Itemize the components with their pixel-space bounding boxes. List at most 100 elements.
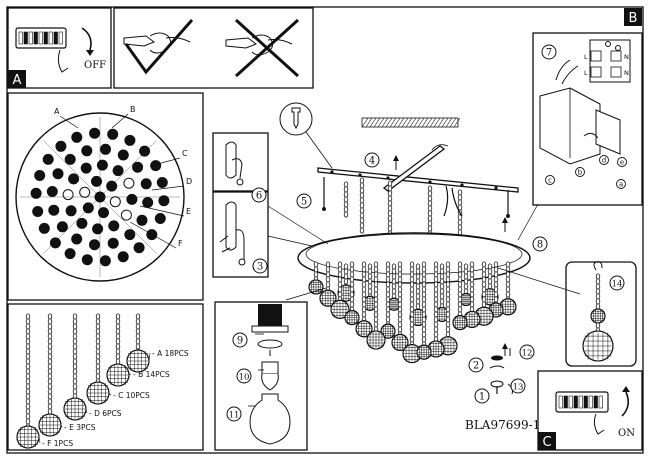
step-number-4: 4 [364,152,380,168]
hanging-crystal [366,330,386,350]
legend-chain-c [95,313,101,385]
cross-bar [382,145,446,192]
crystal-position-dot [42,153,54,165]
crystal-position-dot [154,213,166,224]
legend-chain-a [135,313,141,355]
crystal-chain [457,261,463,318]
mounting-bar [317,167,519,193]
svg-text:8: 8 [537,240,543,251]
svg-text:3: 3 [257,262,263,273]
hanging-crystal [391,333,409,351]
step-number-13: 13 [510,378,526,394]
step-number-2: 2 [468,357,484,373]
support-chain [359,177,365,234]
step-number-5: 5 [296,193,312,209]
hanging-crystal [427,340,445,358]
crystal-position-dot [48,204,60,216]
panel-wiring [532,32,643,206]
top-view-callout-c: C [182,149,188,158]
screw-icon [291,107,301,130]
crystal-position-dot [64,153,76,165]
wiring-marker-label: d [602,157,606,165]
panel-crystal-legend [7,303,204,451]
crystal-position-dot [71,233,83,245]
crystal-position-dot [32,206,44,217]
hanging-crystal [452,315,468,331]
crystal-chain [397,261,403,338]
step-number-8: 8 [532,236,548,252]
svg-text:13: 13 [513,383,524,393]
crystal-strand-detail [582,261,614,362]
crystal-position-dot [124,134,136,146]
tag-a-box [8,70,26,88]
support-chain [387,180,393,237]
crystal-position-dot [99,255,111,267]
crystal-position-dot [92,223,104,235]
step-number-1: 1 [474,388,490,404]
off-arrow-icon [81,27,92,51]
crystal-position-dot [126,193,138,205]
crystal-chain [415,263,421,315]
hanging-crystal [319,289,337,307]
crystal-chain [487,263,493,290]
crystal-position-dot [107,128,119,140]
crystal-position-dot [108,220,120,232]
crystal-position-dot [89,127,101,139]
svg-text:10: 10 [239,373,250,383]
panel-a-off [7,7,112,89]
outer-frame [6,6,644,454]
terminal-label: L [584,69,588,77]
legend-chain-b [115,313,121,365]
svg-text:12: 12 [522,349,533,359]
svg-text:6: 6 [256,191,262,202]
crystal-position-dot [38,222,50,234]
crystal-position-dot [81,254,93,266]
crystal-position-dot [89,239,100,251]
legend-crystal-c [86,381,110,405]
legend-chain-e [47,313,53,415]
crystal-chain [325,261,331,293]
detail-crystal-large [582,330,614,362]
terminal-label: L [584,53,588,61]
svg-text:1: 1 [479,392,485,403]
crystal-chain [385,261,391,328]
ceiling [361,117,459,128]
crystal-position-dot [62,189,74,201]
panel-step-14 [565,261,637,367]
do-not-touch-illustration [123,18,300,78]
crystal-chain [445,261,451,338]
detail-chain [595,273,601,315]
crystal-position-dot [156,177,168,188]
crystal-position-dot [34,170,46,181]
wiring-marker-b [575,167,585,177]
crystal-position-dot [64,248,76,260]
tag-b-box [624,8,642,26]
crystal-position-dot [65,205,77,217]
crystal-position-dot [76,217,88,229]
off-label: OFF [84,60,106,71]
terminal-label: N [624,53,629,61]
detail-crystal-small [590,308,606,324]
hanging-crystal [380,323,396,339]
screw-magnifier [279,102,313,136]
tag-c-box [538,432,556,450]
crystal-position-dot [71,131,83,143]
hook-detail-3 [219,201,246,266]
legend-label-b: - B 14PCS [133,370,170,379]
on-label: ON [618,428,635,439]
wiring-marker-label: a [619,181,623,189]
crystal-chain [421,261,427,348]
breaker-on-illustration: ON [555,386,635,439]
panel-bulb-steps [214,301,308,451]
panel-top-view [7,92,204,301]
crystal-chain [493,261,499,308]
svg-text:5: 5 [301,197,307,208]
crystal-chain [373,261,379,333]
crystal-chain [349,261,355,313]
glass-shade-icon [249,393,291,445]
breaker-off-illustration: OFF [15,27,106,73]
step-number-6: 6 [251,187,267,203]
hanging-crystal [344,310,360,326]
